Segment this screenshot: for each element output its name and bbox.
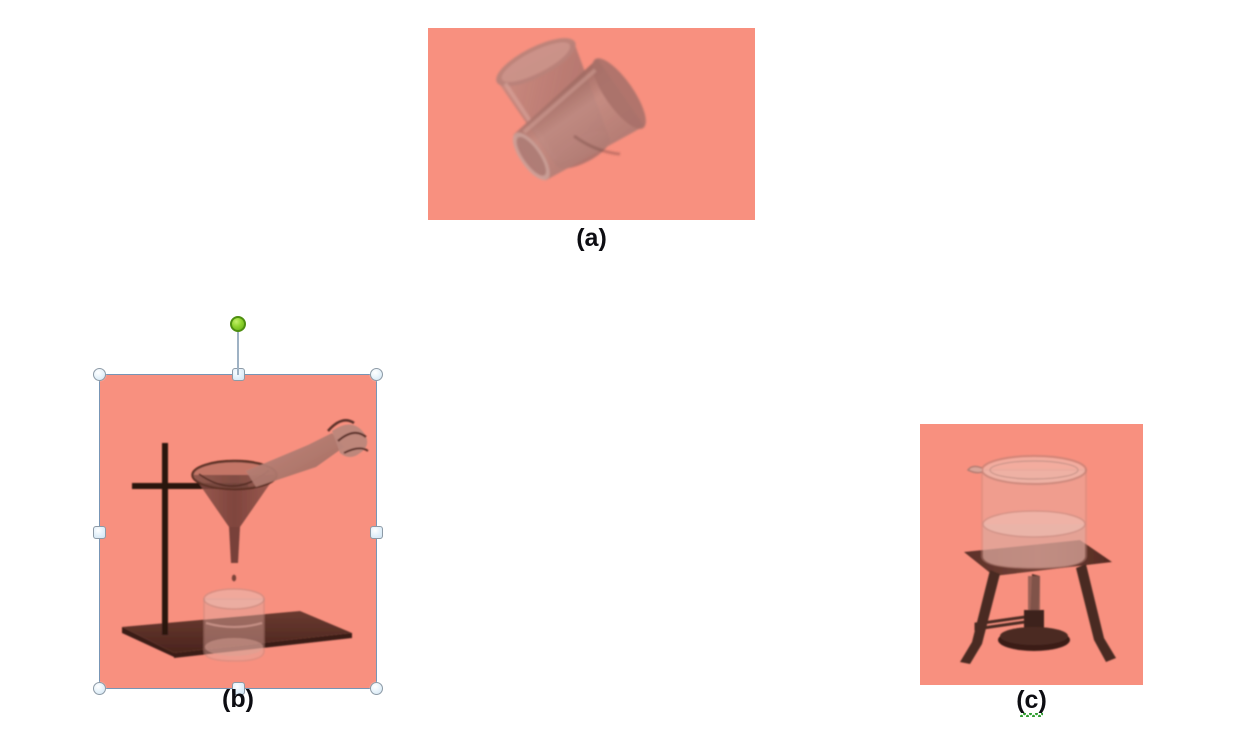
figure-b-image[interactable] — [100, 375, 376, 688]
figure-c-caption: (c) — [1016, 686, 1047, 717]
figure-a-image[interactable] — [428, 28, 755, 220]
figure-a[interactable]: (a) — [428, 28, 755, 252]
rotate-handle[interactable] — [230, 316, 246, 332]
figure-b[interactable]: (b) — [93, 316, 383, 713]
heating-beaker-tripod-artwork — [920, 424, 1143, 685]
figure-c[interactable]: (c) — [920, 424, 1143, 717]
figure-c-image[interactable] — [920, 424, 1143, 685]
figure-a-caption: (a) — [576, 224, 607, 252]
rotation-handle-stem — [237, 331, 239, 375]
figure-b-caption: (b) — [222, 685, 254, 713]
tipped-glasses-artwork — [428, 28, 755, 220]
filtration-apparatus-artwork — [100, 375, 376, 688]
